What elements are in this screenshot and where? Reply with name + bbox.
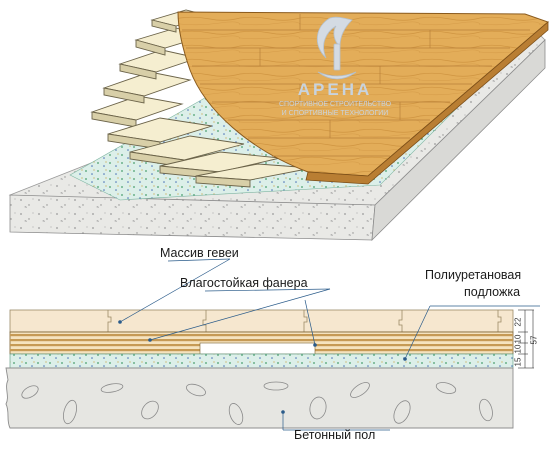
label-concrete: Бетонный пол — [294, 428, 376, 442]
underlay-layer — [9, 353, 514, 369]
leader-lines — [119, 258, 540, 431]
massiv-layer — [9, 309, 514, 333]
concrete-slab-side — [371, 39, 546, 242]
dim-15: 15 — [513, 357, 523, 367]
dimension-marks — [518, 309, 534, 369]
dim-22: 22 — [513, 317, 523, 327]
massiv-joints — [107, 310, 502, 332]
plywood-boards-3d — [90, 9, 313, 188]
plank-seams — [182, 14, 530, 157]
plywood-gap — [199, 342, 316, 355]
leader-dots — [118, 320, 407, 414]
dim-57: 57 — [529, 335, 539, 345]
isometric-view — [8, 9, 549, 242]
arena-logo — [317, 16, 357, 80]
concrete-layer — [5, 367, 514, 429]
label-plywood: Влагостойкая фанера — [180, 276, 308, 290]
watermark-line1: СПОРТИВНОЕ СТРОИТЕЛЬСТВО — [278, 101, 392, 108]
dim-10b: 10 — [513, 344, 523, 354]
watermark-line2: И СПОРТИВНЫЕ ТЕХНОЛОГИИ — [281, 110, 389, 117]
hardwood-edge-3d — [305, 21, 549, 185]
cross-section — [5, 258, 540, 431]
label-underlay-1: Полиуретановая — [425, 268, 522, 282]
concrete-aggregate — [21, 381, 493, 425]
watermark-title: АРЕНА — [297, 80, 373, 99]
label-underlay-2: подложка — [464, 285, 521, 299]
label-massiv-gevei: Массив гевеи — [160, 246, 239, 260]
